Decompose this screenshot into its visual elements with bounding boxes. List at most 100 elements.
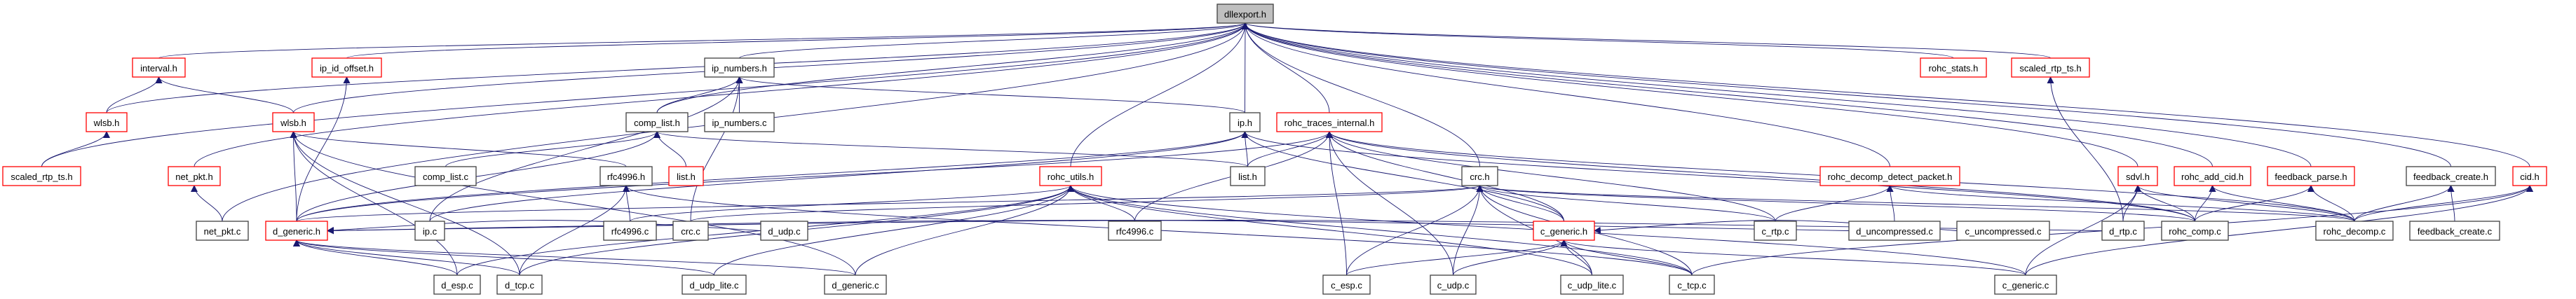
node-label: d_udp_lite.c: [689, 280, 739, 291]
node-scaled-rtp-ts-h-r[interactable]: scaled_rtp_ts.h: [2011, 57, 2090, 78]
node-crc-c[interactable]: crc.c: [672, 221, 709, 241]
node-box: [2406, 166, 2496, 186]
node-box: [1039, 166, 1102, 186]
edge-c_udp_c-to-crc_h: [1453, 185, 1484, 276]
edge-ip_h-to-dllexport_h: [1241, 22, 1249, 113]
node-comp-list-c[interactable]: comp_list.c: [414, 166, 477, 186]
node-d-rtp-c[interactable]: d_rtp.c: [2101, 221, 2145, 241]
node-d-esp-c[interactable]: d_esp.c: [433, 274, 481, 295]
node-sdvl-h[interactable]: sdvl.h: [2117, 166, 2158, 186]
node-rohc-decomp-c[interactable]: rohc_decomp.c: [2315, 221, 2394, 241]
node-feedback-create-h[interactable]: feedback_create.h: [2406, 166, 2496, 186]
node-d-udp-c[interactable]: d_udp.c: [760, 221, 808, 241]
node-d-uncompressed-c[interactable]: d_uncompressed.c: [1848, 221, 1941, 241]
edge-wlsb_h_l-to-interval_h: [106, 76, 163, 113]
edge-scaled_rtp_ts_h_l-to-wlsb_h_l: [41, 131, 110, 167]
node-c-esp-c[interactable]: c_esp.c: [1322, 274, 1371, 295]
node-box: [496, 274, 543, 295]
node-box: [824, 274, 887, 295]
node-ip-h[interactable]: ip.h: [1229, 112, 1261, 132]
node-rfc4996-c-r[interactable]: rfc4996.c: [1108, 221, 1162, 241]
node-box: [704, 112, 775, 132]
node-c-generic-h[interactable]: c_generic.h: [1533, 221, 1595, 241]
node-box: [433, 274, 481, 295]
node-label: c_tcp.c: [1677, 280, 1707, 291]
node-wlsb-h-l[interactable]: wlsb.h: [86, 112, 128, 132]
node-ip-c[interactable]: ip.c: [414, 221, 445, 241]
edge-rohc_comp_c-to-rohc_add_cid_h: [2195, 185, 2216, 222]
node-ip-numbers-c[interactable]: ip_numbers.c: [704, 112, 775, 132]
node-c-rtp-c[interactable]: c_rtp.c: [1754, 221, 1797, 241]
edge-d_tcp_c-to-wlsb_h_m: [290, 131, 520, 276]
edge-net_pkt_c-to-net_pkt_h: [191, 185, 223, 222]
edge-rohc_decomp_c-to-rohc_add_cid_h: [2209, 185, 2355, 222]
edge-list_h-to-rohc_traces_internal_h: [1247, 131, 1333, 167]
edge-d_rtp_c-to-scaled_rtp_ts_h_r: [2047, 76, 2124, 222]
node-feedback-parse-h[interactable]: feedback_parse.h: [2267, 166, 2355, 186]
node-label: wlsb.h: [280, 118, 306, 128]
edge-d_generic_h-to-wlsb_h_m: [290, 131, 297, 222]
node-c-udp-c[interactable]: c_udp.c: [1430, 274, 1477, 295]
node-box: [414, 166, 477, 186]
node-box: [1920, 57, 1987, 78]
node-box: [1276, 112, 1383, 132]
nodes-layer: dllexport.h interval.h ip_id_offset.h ip_nu…: [2, 4, 2547, 295]
node-label: d_tcp.c: [505, 280, 534, 291]
node-box: [2315, 221, 2394, 241]
node-rfc4996-c-l[interactable]: rfc4996.c: [603, 221, 657, 241]
node-box: [1533, 221, 1595, 241]
node-scaled-rtp-ts-h-l[interactable]: scaled_rtp_ts.h: [2, 166, 81, 186]
edge-rfc4996_c_l-to-rohc_utils_h: [630, 185, 1074, 222]
edge-c_esp_c-to-crc_h: [1346, 185, 1484, 276]
node-net-pkt-h[interactable]: net_pkt.h: [168, 166, 221, 186]
node-ip-numbers-h[interactable]: ip_numbers.h: [704, 57, 775, 78]
node-label: comp_list.c: [423, 172, 469, 182]
node-list-h-red[interactable]: list.h: [668, 166, 704, 186]
node-label: c_udp_lite.c: [1568, 280, 1617, 291]
node-rfc4996-h[interactable]: rfc4996.h: [599, 166, 653, 186]
edge-d_generic_h-to-ip_id_offset_h: [296, 76, 351, 222]
node-rohc-utils-h[interactable]: rohc_utils.h: [1039, 166, 1102, 186]
node-c-generic-c[interactable]: c_generic.c: [1994, 274, 2057, 295]
node-d-tcp-c[interactable]: d_tcp.c: [496, 274, 543, 295]
node-ip-id-offset-h[interactable]: ip_id_offset.h: [311, 57, 382, 78]
node-box: [672, 221, 709, 241]
edge-d_uncompressed_c-to-d_generic_h: [327, 220, 1850, 235]
node-cid-h[interactable]: cid.h: [2512, 166, 2547, 186]
edge-list_h-to-comp_list_h: [653, 131, 1248, 167]
edge-scaled_rtp_ts_h_r-to-dllexport_h: [1242, 22, 2051, 59]
node-label: c_generic.h: [1540, 226, 1587, 237]
node-label: rfc4996.h: [607, 172, 645, 182]
node-d-generic-c[interactable]: d_generic.c: [824, 274, 887, 295]
node-d-generic-h[interactable]: d_generic.h: [265, 221, 328, 241]
node-rohc-add-cid-h[interactable]: rohc_add_cid.h: [2174, 166, 2251, 186]
node-c-uncompressed-c[interactable]: c_uncompressed.c: [1956, 221, 2050, 241]
edge-comp_list_h-to-ip_numbers_h: [656, 76, 743, 113]
node-feedback-create-c[interactable]: feedback_create.c: [2409, 221, 2500, 241]
edge-ip_numbers_h-to-dllexport_h: [739, 22, 1249, 59]
edge-rohc_comp_c-to-feedback_parse_h: [2195, 185, 2314, 222]
edge-rohc_comp_c-to-rohc_traces_internal_h: [1326, 131, 2195, 222]
node-dllexport-h[interactable]: dllexport.h: [1216, 4, 1274, 24]
node-box: [1754, 221, 1797, 241]
edge-c_generic_h-to-rohc_traces_internal_h: [1326, 131, 1564, 222]
node-label: ip_numbers.c: [712, 118, 767, 128]
node-c-udp-lite-c[interactable]: c_udp_lite.c: [1560, 274, 1624, 295]
node-rohc-decomp-detect-packet-h[interactable]: rohc_decomp_detect_packet.h: [1819, 166, 1960, 186]
node-wlsb-h-m[interactable]: wlsb.h: [272, 112, 315, 132]
node-d-udp-lite-c[interactable]: d_udp_lite.c: [682, 274, 747, 295]
edge-d_udp_lite_c-to-d_generic_h: [293, 239, 714, 276]
node-comp-list-h[interactable]: comp_list.h: [625, 112, 689, 132]
node-net-pkt-c[interactable]: net_pkt.c: [196, 221, 249, 241]
node-label: d_rtp.c: [2109, 226, 2137, 237]
node-rohc-traces-internal-h[interactable]: rohc_traces_internal.h: [1276, 112, 1383, 132]
node-box: [311, 57, 382, 78]
node-rohc-stats-h[interactable]: rohc_stats.h: [1920, 57, 1987, 78]
node-rohc-comp-c[interactable]: rohc_comp.c: [2161, 221, 2229, 241]
node-list-h[interactable]: list.h: [1230, 166, 1266, 186]
node-label: crc.h: [1470, 172, 1489, 182]
node-crc-h[interactable]: crc.h: [1461, 166, 1498, 186]
edge-rohc_add_cid_h-to-dllexport_h: [1242, 22, 2213, 167]
node-interval-h[interactable]: interval.h: [132, 57, 186, 78]
node-c-tcp-c[interactable]: c_tcp.c: [1669, 274, 1715, 295]
